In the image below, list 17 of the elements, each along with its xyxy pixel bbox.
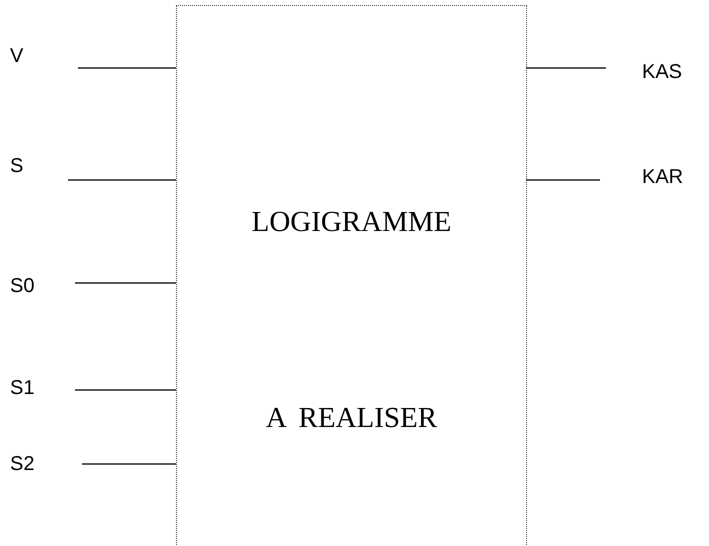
output-signal-label: KAR <box>642 167 684 187</box>
input-signal-label: S1 <box>10 378 34 398</box>
input-signal-label: V <box>10 46 24 66</box>
output-signal-label: KAS <box>642 62 682 82</box>
block-title: LOGIGRAMME <box>250 206 452 239</box>
wire-line <box>82 463 176 465</box>
input-signal-label: S0 <box>10 276 34 296</box>
wire-line <box>75 282 176 284</box>
wire-line <box>68 179 176 181</box>
wire-line <box>75 389 176 391</box>
logic-block <box>176 5 527 546</box>
wire-line <box>526 179 600 181</box>
block-title: A REALISER <box>264 402 438 435</box>
wire-line <box>78 67 176 69</box>
input-signal-label: S <box>10 156 24 176</box>
input-signal-label: S2 <box>10 454 34 474</box>
wire-line <box>526 67 606 69</box>
